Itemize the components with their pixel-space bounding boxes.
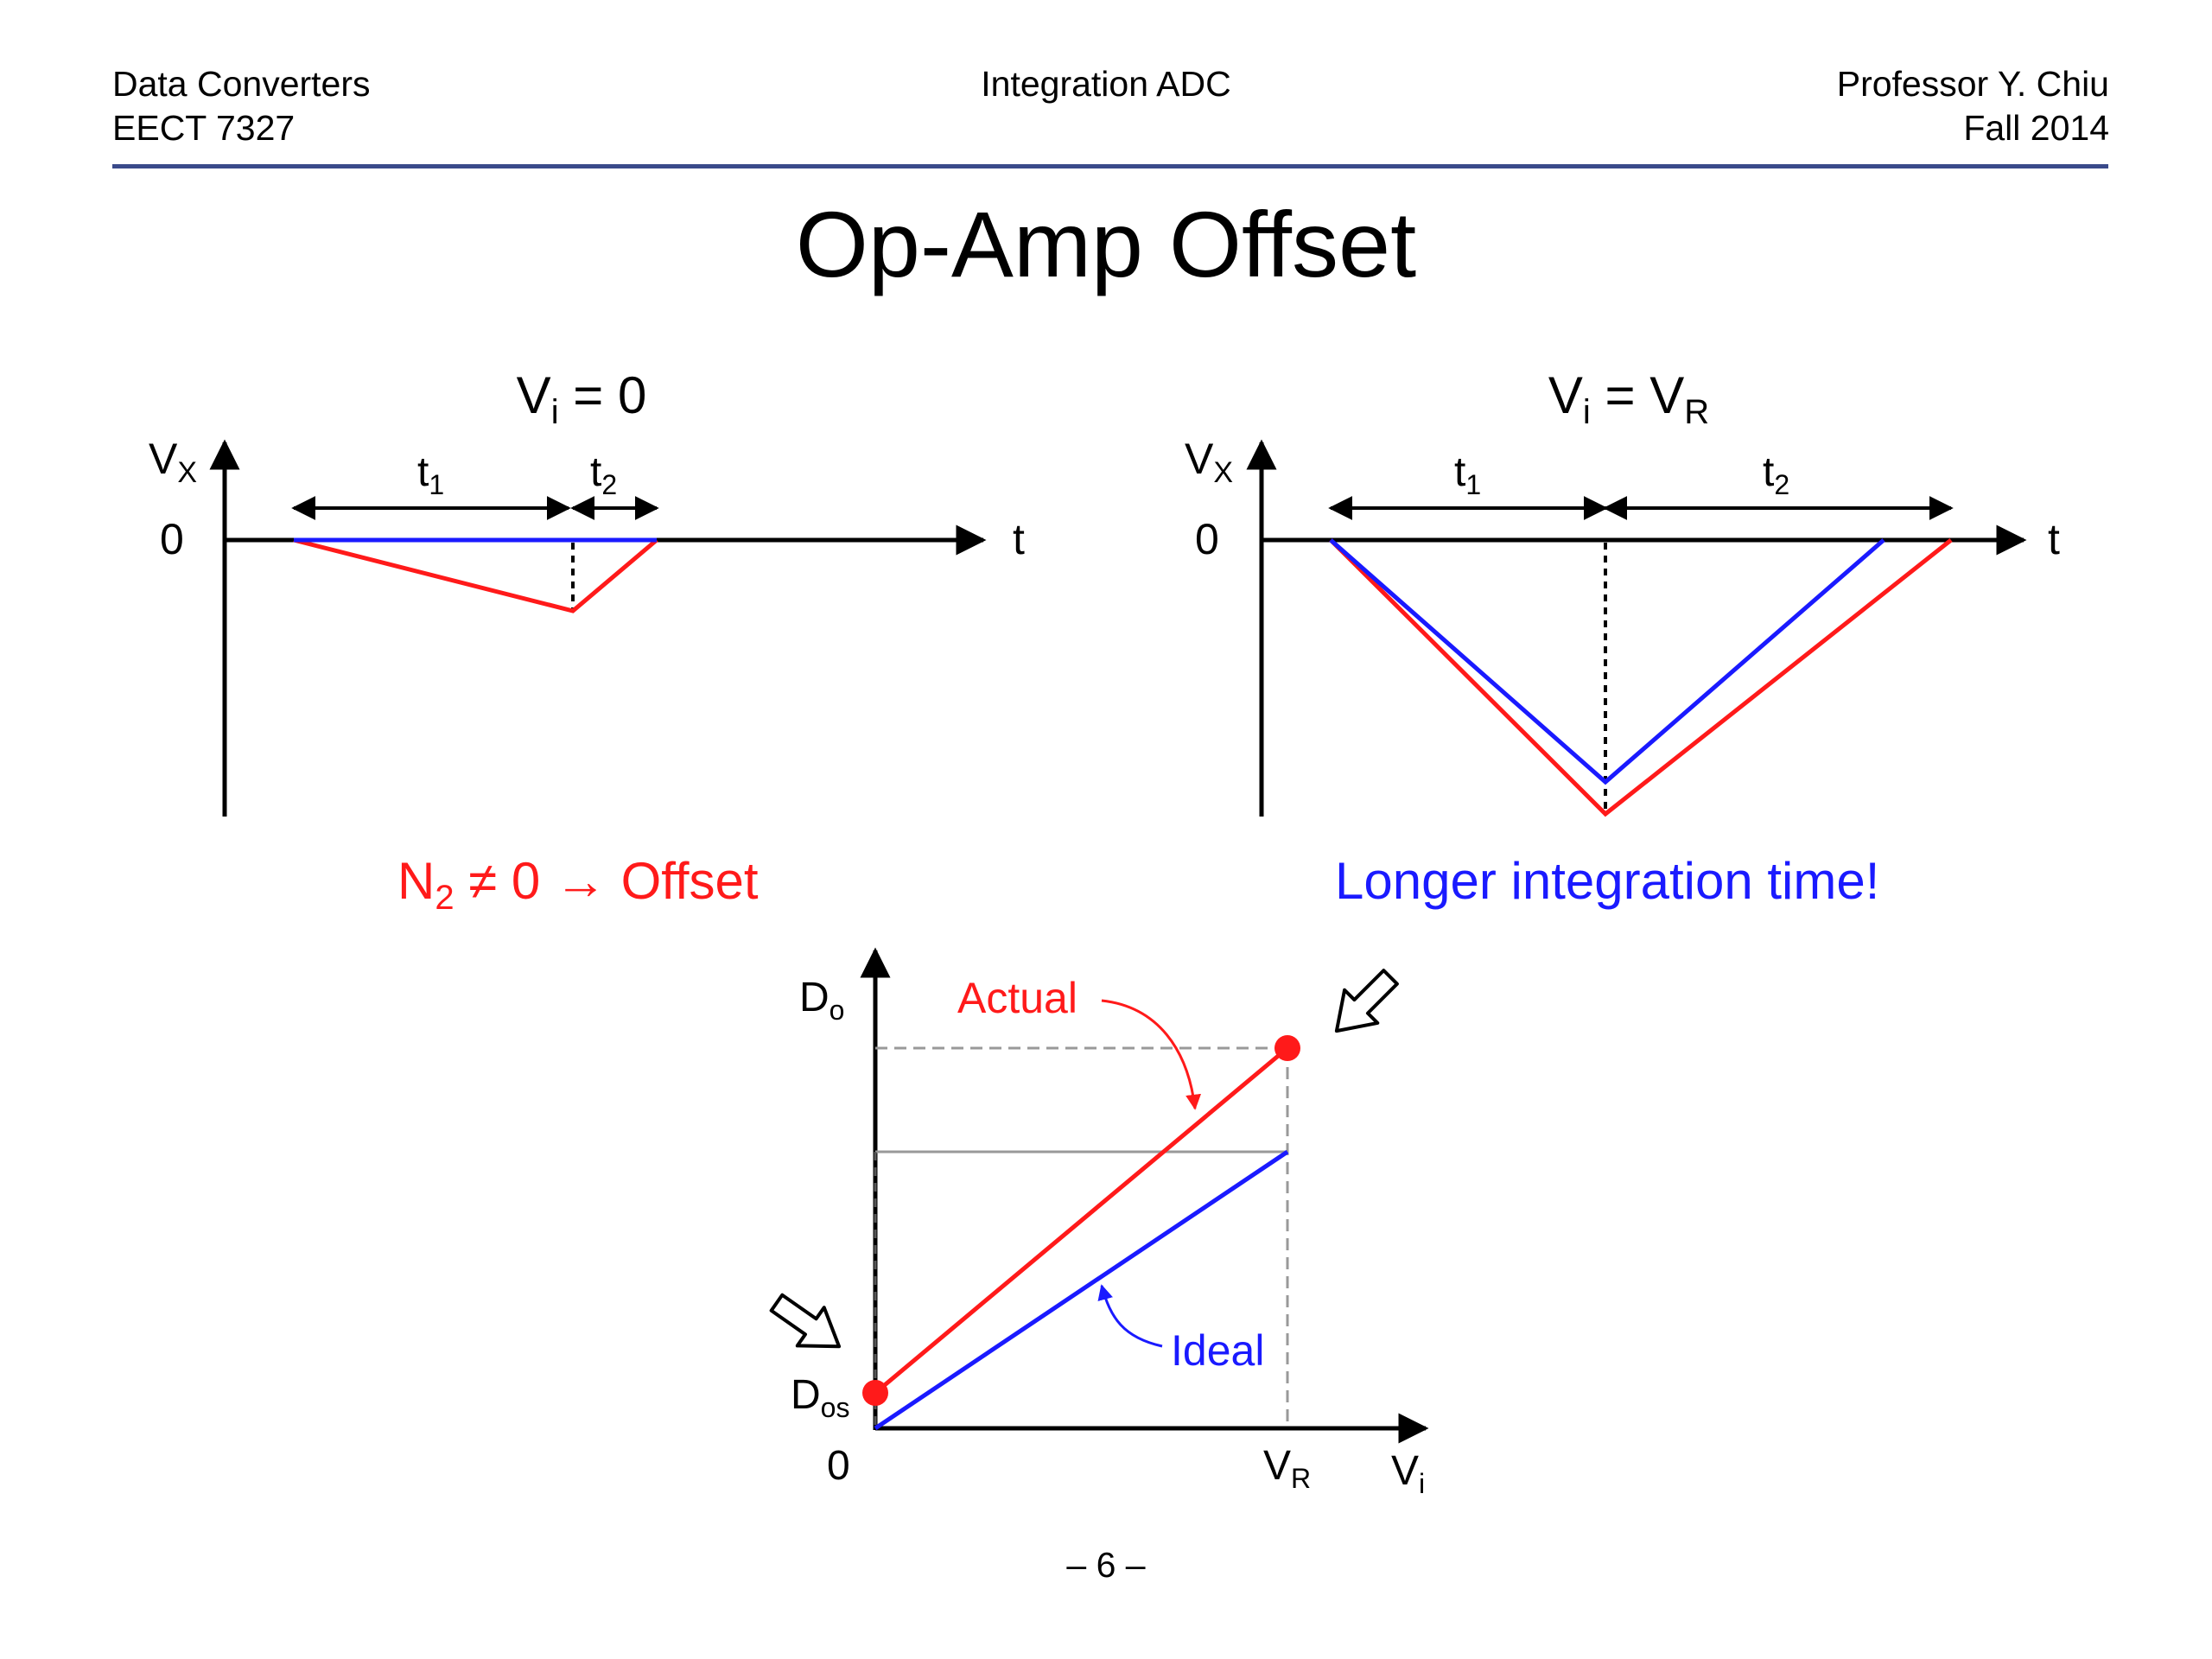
dos-label: Dos [791,1372,849,1423]
left-y-axis-label: VX [149,435,197,489]
left-panel: Vi = 0 VX t 0 t1 t2 N2 ≠ 0 → Offset [149,366,1025,917]
ideal-label: Ideal [1171,1326,1264,1375]
header-right: Professor Y. Chiu Fall 2014 [1837,62,2109,150]
left-panel-heading: Vi = 0 [517,366,647,431]
transfer-x-axis-label: Vi [1391,1448,1425,1499]
slide-title: Op-Amp Offset [795,192,1417,296]
right-panel: Vi = VR VX t 0 t1 t2 Longer integration … [1185,366,2060,910]
instructor-name: Professor Y. Chiu [1836,64,2109,104]
transfer-y-axis-label: Do [799,975,844,1026]
ideal-line [874,1149,1289,1431]
full-scale-callout-arrow-icon [1334,969,1399,1033]
course-code: EECT 7327 [112,108,296,148]
left-caption: N2 ≠ 0 → Offset [397,852,759,917]
actual-label: Actual [957,974,1077,1022]
header-divider [112,164,2108,168]
left-x-axis-label: t [1013,515,1025,563]
right-t1-label: t1 [1454,449,1481,500]
right-t2-label: t2 [1763,449,1789,500]
left-t1-label: t1 [417,449,444,500]
header-left: Data Converters EECT 7327 [112,62,371,150]
left-t2-label: t2 [590,449,617,500]
header-topic: Integration ADC [981,64,1231,104]
dos-point [862,1380,888,1406]
right-y-axis-label: VX [1185,435,1233,489]
left-actual-waveform [293,537,658,613]
full-scale-point [1274,1035,1300,1061]
vr-label: VR [1263,1443,1311,1494]
actual-pointer-arrow [1101,999,1202,1110]
left-origin-label: 0 [160,515,184,563]
dos-callout-arrow-icon [769,1293,842,1349]
right-panel-heading: Vi = VR [1548,366,1709,431]
right-x-axis-label: t [2048,515,2060,563]
semester: Fall 2014 [1963,108,2109,148]
right-ideal-waveform [1329,538,1885,785]
actual-line [874,1046,1289,1395]
transfer-origin-label: 0 [827,1443,850,1489]
transfer-curve: Do Dos 0 VR Vi Actual Ideal [769,947,1429,1499]
right-actual-waveform [1329,538,1953,817]
ideal-pointer-arrow [1097,1284,1163,1348]
right-origin-label: 0 [1195,515,1219,563]
right-caption: Longer integration time! [1335,852,1879,910]
course-name: Data Converters [112,64,371,104]
page-number: – 6 – [1066,1545,1146,1585]
